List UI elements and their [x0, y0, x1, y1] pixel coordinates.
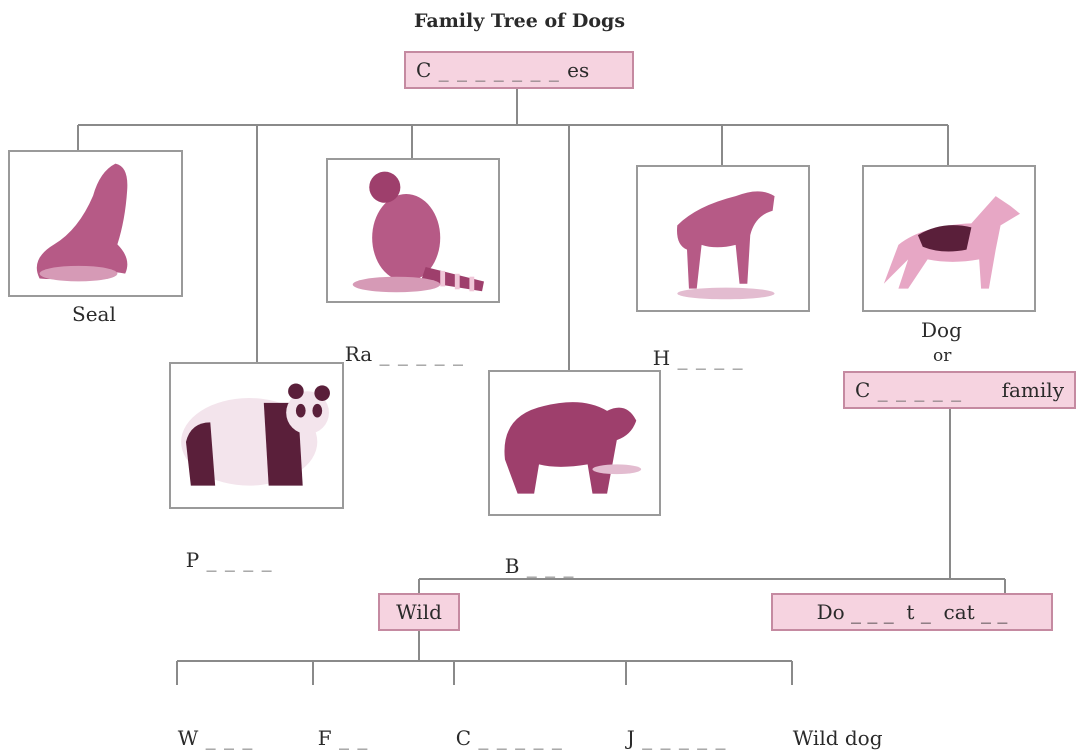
raccoon-label: Ra _ _ _ _ _ — [332, 318, 464, 366]
hyena-label: H _ _ _ _ — [640, 322, 744, 370]
wild-member-prefix: C — [456, 726, 471, 750]
dog-label: Dog — [921, 318, 962, 342]
wild-member-prefix: W — [178, 726, 199, 750]
dog-icon — [864, 167, 1034, 310]
bear-blank: _ _ _ — [519, 554, 574, 578]
wild-member-blank: _ _ _ — [198, 726, 253, 750]
wild-member-5: Wild dog — [780, 702, 883, 750]
wild-box: Wild — [378, 593, 460, 631]
page-title: Family Tree of Dogs — [0, 10, 1039, 32]
panda-photo — [169, 362, 344, 509]
domestic-fill-box: Do _ _ _ t _ cat _ _ — [771, 593, 1053, 631]
wild-member-blank: _ _ _ _ _ — [635, 726, 727, 750]
panda-prefix: P — [186, 548, 199, 572]
hyena-blank: _ _ _ _ — [670, 346, 743, 370]
panda-label: P _ _ _ _ — [173, 524, 273, 572]
panda-icon — [171, 364, 342, 507]
wild-member-2: F _ _ — [305, 702, 368, 750]
seal-photo — [8, 150, 183, 297]
seal-icon — [10, 152, 181, 295]
dog-or-label: or — [933, 346, 951, 366]
bear-label: B _ _ _ — [492, 530, 575, 578]
panda-blank: _ _ _ _ — [199, 548, 272, 572]
wild-member-blank: _ _ — [332, 726, 369, 750]
root-prefix: C — [416, 58, 431, 82]
hyena-icon — [638, 167, 808, 310]
wild-member-3: C _ _ _ _ _ — [443, 702, 563, 750]
raccoon-blank: _ _ _ _ _ — [372, 342, 464, 366]
raccoon-icon — [328, 160, 498, 301]
wild-member-4: J _ _ _ _ _ — [614, 702, 727, 750]
wild-member-prefix: Wild dog — [793, 726, 883, 750]
wild-member-prefix: J — [627, 726, 635, 750]
wild-member-prefix: F — [318, 726, 332, 750]
root-fill-box: C _ _ _ _ _ _ _ es — [404, 51, 634, 89]
raccoon-photo — [326, 158, 500, 303]
wild-member-1: W _ _ _ — [165, 702, 253, 750]
family-prefix: C — [855, 378, 870, 402]
root-suffix: es — [567, 58, 589, 82]
raccoon-prefix: Ra — [345, 342, 372, 366]
root-blank: _ _ _ _ _ _ _ — [431, 58, 567, 82]
dog-photo — [862, 165, 1036, 312]
bear-photo — [488, 370, 661, 516]
family-suffix: family — [1002, 378, 1064, 402]
family-fill-box: C _ _ _ _ _ family — [843, 371, 1076, 409]
bear-icon — [490, 372, 659, 514]
bear-prefix: B — [505, 554, 520, 578]
seal-label: Seal — [72, 302, 116, 326]
hyena-prefix: H — [653, 346, 670, 370]
wild-member-blank: _ _ _ _ _ — [471, 726, 563, 750]
hyena-photo — [636, 165, 810, 312]
family-blank: _ _ _ _ _ — [870, 378, 969, 402]
